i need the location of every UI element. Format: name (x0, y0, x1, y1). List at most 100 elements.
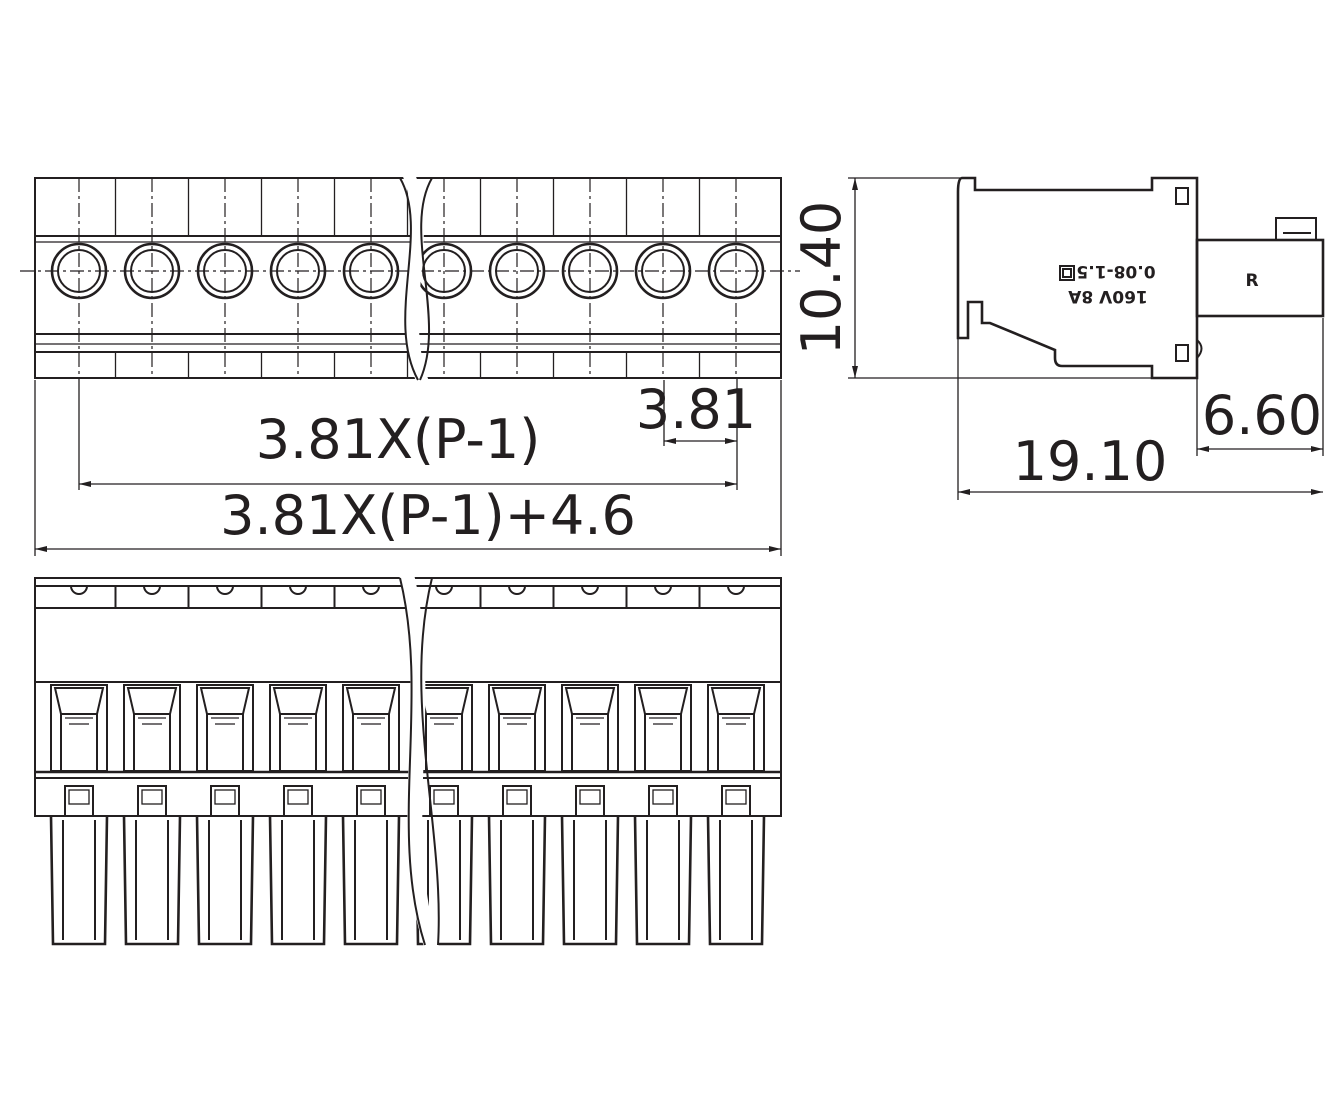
rating-text: 160V 8A (1067, 286, 1147, 306)
latch-notch (210, 785, 240, 816)
wire-hole-outer (707, 242, 765, 300)
latch-notch (648, 785, 678, 816)
wire-hole-inner (714, 249, 758, 293)
pin-leg (122, 815, 182, 946)
pin-leg (633, 815, 693, 946)
plug-depth-label: 6.60 (1202, 384, 1322, 447)
latch-notch (721, 785, 751, 816)
screw-slot-arc (216, 585, 234, 595)
pin-leg (195, 815, 255, 946)
latch-notch-inner (725, 789, 747, 805)
dimension-overall-depth: 19.10 (957, 338, 1323, 500)
wire-hole-inner (57, 249, 101, 293)
side-top-latch (1175, 187, 1189, 205)
screw-slot-arc (362, 585, 380, 595)
wire-funnel-inner (425, 713, 463, 772)
wire-funnel-inner (206, 713, 244, 772)
screw-slot-arc (654, 585, 672, 595)
wire-hole-inner (422, 249, 466, 293)
wire-funnel-bevel (418, 687, 470, 715)
latch-notch (356, 785, 386, 816)
latch-notch (64, 785, 94, 816)
front-pin-array (49, 585, 766, 946)
dimension-pitch: 3.81 (636, 378, 756, 446)
wire-funnel-inner (279, 713, 317, 772)
screw-slot-arc (435, 585, 453, 595)
latch-notch-inner (652, 789, 674, 805)
wire-funnel-outer (634, 684, 692, 772)
wire-hole-outer (488, 242, 546, 300)
dimension-overall-length: 3.81X(P-1)+4.6 (34, 380, 782, 556)
top-view (20, 170, 800, 390)
wire-funnel-inner (644, 713, 682, 772)
pin-leg (268, 815, 328, 946)
latch-notch (575, 785, 605, 816)
side-bump (1196, 339, 1203, 359)
screw-slot-arc (581, 585, 599, 595)
top-break-gap (400, 170, 433, 390)
side-plug-tab (1275, 217, 1317, 241)
latch-notch-inner (360, 789, 382, 805)
screw-slot-arc (289, 585, 307, 595)
pin-leg (487, 815, 547, 946)
screw-slot-arc (508, 585, 526, 595)
wire-hole-outer (634, 242, 692, 300)
screw-slot-arc (70, 585, 88, 595)
latch-notch-inner (214, 789, 236, 805)
wire-hole-inner (568, 249, 612, 293)
front-break-gap (398, 570, 440, 950)
wire-entry-holes (50, 178, 765, 378)
wire-funnel-outer (707, 684, 765, 772)
wire-funnel-bevel (53, 687, 105, 715)
top-break-line-right (419, 177, 433, 381)
side-bottom-latch (1175, 344, 1189, 362)
wire-funnel-inner (133, 713, 171, 772)
front-break-line-left (399, 577, 426, 946)
wire-funnel-bevel (637, 687, 689, 715)
dimension-plug-depth: 6.60 (1196, 318, 1324, 456)
marking-square-icon (1059, 265, 1075, 281)
screw-slot-arc (143, 585, 161, 595)
wire-funnel-outer (342, 684, 400, 772)
wire-funnel-inner (60, 713, 98, 772)
latch-notch-inner (287, 789, 309, 805)
wire-funnel-bevel (491, 687, 543, 715)
front-view (34, 570, 782, 950)
rating-marking: 160V 8A 0.08-1.5 (1059, 261, 1156, 306)
latch-notch (283, 785, 313, 816)
wire-funnel-outer (269, 684, 327, 772)
latch-notch-inner (433, 789, 455, 805)
latch-notch-inner (141, 789, 163, 805)
wire-hole-outer (50, 242, 108, 300)
pitch-label: 3.81 (636, 378, 756, 441)
pin-leg (706, 815, 766, 946)
side-view: R 160V 8A 0.08-1.5 (956, 176, 1325, 380)
wire-funnel-outer (196, 684, 254, 772)
latch-notch (137, 785, 167, 816)
pin-leg (560, 815, 620, 946)
pin-leg (341, 815, 401, 946)
overall-length-label: 3.81X(P-1)+4.6 (220, 484, 636, 547)
side-plug-block (1195, 238, 1325, 318)
wire-hole-outer (123, 242, 181, 300)
wire-funnel-inner (498, 713, 536, 772)
wire-funnel-inner (571, 713, 609, 772)
wire-funnel-bevel (345, 687, 397, 715)
wire-funnel-outer (488, 684, 546, 772)
top-break-line-left (399, 177, 419, 381)
wire-hole-inner (349, 249, 393, 293)
wire-funnel-bevel (272, 687, 324, 715)
dimension-pin-span: 3.81X(P-1) (78, 378, 738, 490)
wire-hole-inner (495, 249, 539, 293)
pin-span-label: 3.81X(P-1) (256, 408, 541, 471)
wire-hole-outer (342, 242, 400, 300)
latch-notch (502, 785, 532, 816)
wire-funnel-outer (123, 684, 181, 772)
wire-funnel-bevel (564, 687, 616, 715)
dimension-height: 10.40 (790, 177, 1152, 379)
latch-notch-inner (68, 789, 90, 805)
pin-leg (49, 815, 109, 946)
top-view-lines (20, 178, 800, 378)
wire-hole-inner (130, 249, 174, 293)
